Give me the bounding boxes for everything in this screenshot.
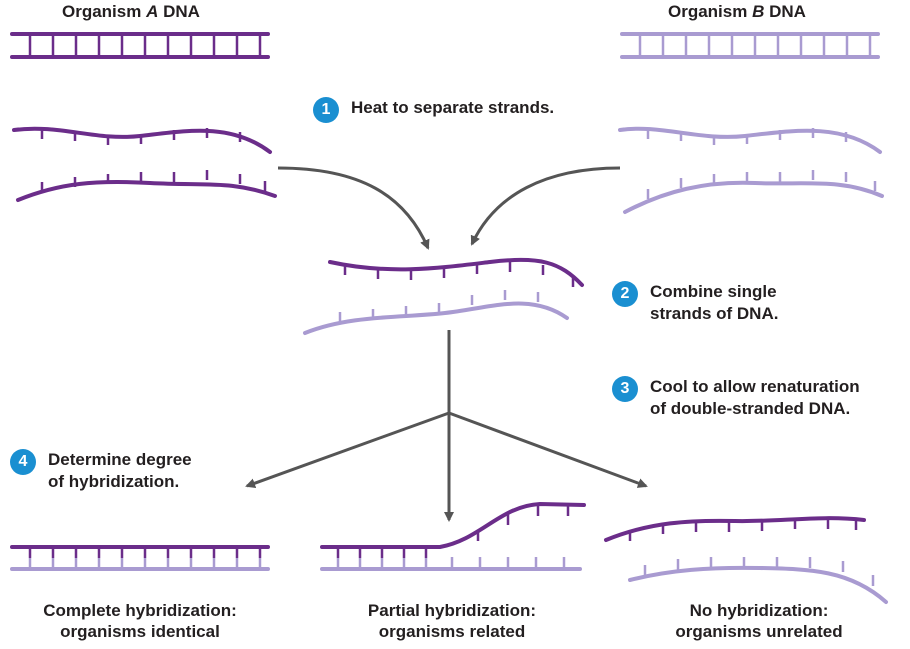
organism-b-single-strands: [618, 126, 884, 214]
step-3-badge: 3: [612, 376, 638, 402]
arrow-a-to-mix: [277, 166, 430, 250]
arrow-b-to-mix: [470, 166, 621, 246]
combined-single-strands: [303, 257, 584, 335]
step-2-badge: 2: [612, 281, 638, 307]
no-hybrid: [604, 516, 888, 604]
caption-complete: Complete hybridization: organisms identi…: [43, 601, 237, 641]
step-1-text: Heat to separate strands.: [351, 98, 555, 117]
complete-hybrid: [10, 545, 270, 571]
step-3-text: Cool to allow renaturation of double-str…: [650, 377, 860, 418]
organism-a-title: Organism A DNA: [62, 2, 200, 21]
arrow-to-complete: [245, 411, 450, 488]
step-1-badge: 1: [313, 97, 339, 123]
organism-a-single-strands: [12, 126, 277, 202]
step-1: 1 Heat to separate strands.: [313, 97, 554, 123]
arrow-to-none: [448, 411, 648, 488]
step-2-text: Combine single strands of DNA.: [650, 282, 779, 323]
caption-none: No hybridization: organisms unrelated: [675, 601, 843, 641]
organism-b-double-strand: [620, 32, 880, 59]
step-4-badge: 4: [10, 449, 36, 475]
partial-hybrid: [320, 501, 586, 571]
caption-partial: Partial hybridization: organisms related: [367, 601, 537, 641]
organism-b-title: Organism B DNA: [668, 2, 806, 21]
step-4-text: Determine degree of hybridization.: [48, 450, 192, 491]
step-4: 4 Determine degree of hybridization.: [10, 449, 192, 493]
step-2: 2 Combine single strands of DNA.: [612, 281, 778, 325]
step-3: 3 Cool to allow renaturation of double-s…: [612, 376, 860, 420]
organism-a-double-strand: [10, 32, 270, 59]
